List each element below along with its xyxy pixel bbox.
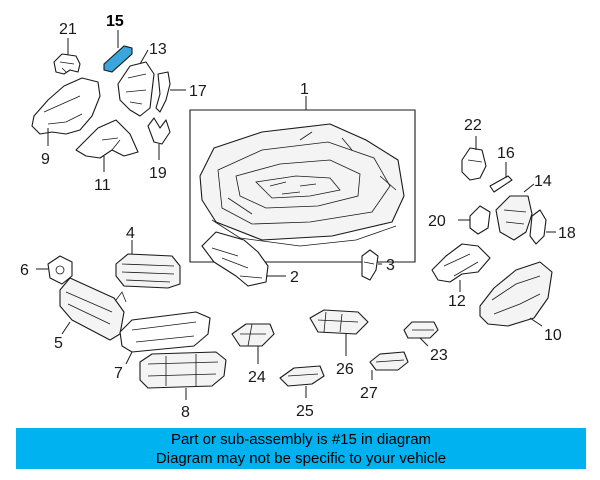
callout-11[interactable]: 11 — [94, 177, 111, 194]
part-12: 12 — [431, 243, 491, 310]
part-25: 25 — [279, 365, 325, 420]
part-13: 13 — [117, 41, 167, 117]
parts-diagram: 21 15 13 17 9 11 19 — [20, 13, 576, 421]
part-17: 17 — [155, 71, 207, 113]
banner-line-1: Part or sub-assembly is #15 in diagram — [170, 431, 432, 448]
part-26: 26 — [309, 309, 369, 378]
part-4: 4 — [115, 225, 181, 289]
part-7: 7 — [114, 311, 211, 382]
callout-5[interactable]: 5 — [54, 335, 63, 352]
banner-line-2: Diagram may not be specific to your vehi… — [155, 450, 447, 467]
part-3: 3 — [361, 249, 395, 281]
part-15: 15 — [103, 13, 133, 73]
part-21: 21 — [53, 21, 81, 75]
callout-14[interactable]: 14 — [534, 173, 552, 190]
part-14: 14 — [495, 173, 552, 241]
callout-17[interactable]: 17 — [189, 83, 207, 100]
part-2: 2 — [201, 231, 299, 287]
callout-19[interactable]: 19 — [149, 165, 167, 182]
info-banner: Part or sub-assembly is #15 in diagram D… — [16, 428, 586, 469]
callout-22[interactable]: 22 — [464, 117, 482, 134]
part-1: 1 — [189, 81, 416, 263]
part-5: 5 — [54, 277, 127, 352]
part-16: 16 — [489, 145, 515, 193]
callout-4[interactable]: 4 — [126, 225, 135, 242]
callout-25[interactable]: 25 — [296, 403, 314, 420]
callout-23[interactable]: 23 — [430, 347, 448, 364]
part-8: 8 — [139, 351, 227, 421]
part-23: 23 — [403, 321, 448, 364]
callout-15[interactable]: 15 — [106, 13, 124, 30]
part-24: 24 — [231, 323, 275, 386]
callout-13[interactable]: 13 — [149, 41, 167, 58]
part-10: 10 — [479, 261, 562, 344]
callout-9[interactable]: 9 — [41, 151, 50, 168]
callout-10[interactable]: 10 — [544, 327, 562, 344]
part-19: 19 — [147, 117, 171, 182]
part-27: 27 — [360, 351, 409, 402]
callout-6[interactable]: 6 — [20, 262, 29, 279]
part-6: 6 — [20, 255, 73, 285]
callout-18[interactable]: 18 — [558, 225, 576, 242]
callout-26[interactable]: 26 — [336, 361, 354, 378]
callout-12[interactable]: 12 — [448, 293, 466, 310]
callout-20[interactable]: 20 — [428, 213, 446, 230]
callout-16[interactable]: 16 — [497, 145, 515, 162]
callout-1[interactable]: 1 — [300, 81, 309, 98]
part-11: 11 — [75, 119, 139, 194]
callout-7[interactable]: 7 — [114, 365, 123, 382]
callout-27[interactable]: 27 — [360, 385, 378, 402]
callout-2[interactable]: 2 — [290, 269, 299, 286]
callout-21[interactable]: 21 — [59, 21, 77, 38]
part-9: 9 — [31, 77, 101, 168]
part-20: 20 — [428, 205, 491, 235]
part-22: 22 — [461, 117, 487, 181]
callout-24[interactable]: 24 — [248, 369, 266, 386]
callout-3[interactable]: 3 — [386, 257, 395, 274]
part-18: 18 — [529, 209, 576, 245]
callout-8[interactable]: 8 — [181, 404, 190, 421]
